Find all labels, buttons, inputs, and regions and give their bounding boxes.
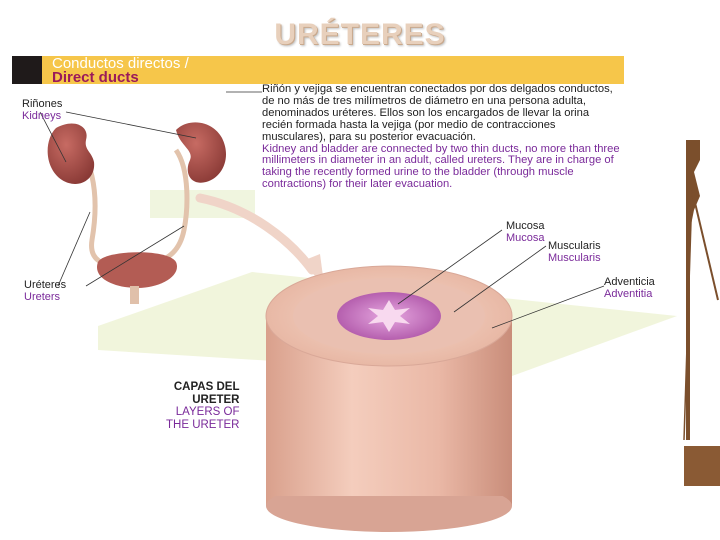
bladder (97, 252, 177, 288)
label-muscularis: Muscularis Muscularis (548, 240, 601, 264)
urethra (130, 286, 139, 304)
label-layers: CAPAS DEL URETER LAYERS OF THE URETER (166, 381, 239, 431)
label-mucosa: Mucosa Mucosa (506, 220, 545, 244)
right-edge-box (684, 446, 720, 486)
label-adventitia: Adventicia Adventitia (604, 276, 655, 300)
label-ureters: Uréteres Ureters (24, 279, 66, 303)
left-kidney (48, 124, 95, 184)
label-kidneys: Riñones Kidneys (22, 98, 62, 122)
